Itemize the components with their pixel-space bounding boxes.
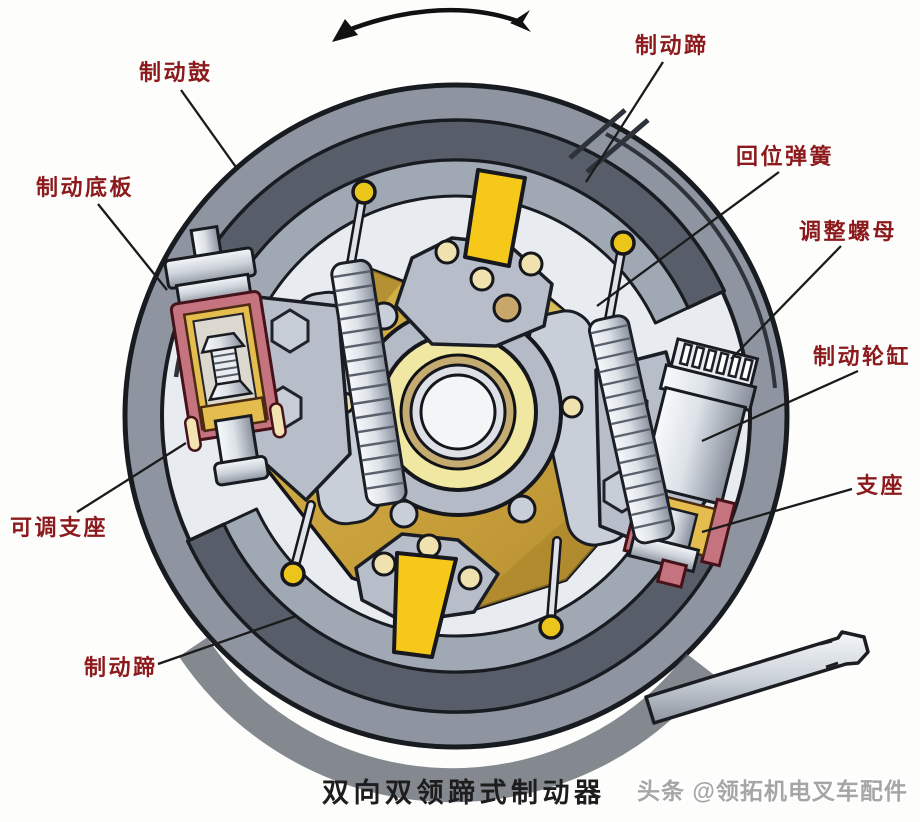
label-wheel-cylinder: 制动轮缸 [813,344,911,369]
expander-top [394,168,554,348]
label-brake-drum: 制动鼓 [139,60,213,85]
part-labels: 制动鼓 制动底板 可调支座 制动蹄 制动蹄 回位弹簧 调整螺母 制动轮缸 支座 [10,33,911,680]
hub-pin [560,395,584,419]
leader-anchor-bracket [701,487,853,534]
label-adjusting-nut: 调整螺母 [799,219,897,244]
expander-wedge-top [463,168,527,268]
adjustable-anchor-assembly [163,224,287,487]
label-backing-plate: 制动底板 [36,175,134,200]
leader-return-spring [596,171,780,307]
label-return-spring: 回位弹簧 [736,144,834,169]
leader-backing-plate [97,203,168,291]
arrow-head [332,19,358,42]
leader-adjusting-nut [730,245,842,360]
label-brake-shoe-lower: 制动蹄 [84,655,158,680]
return-spring-left [280,179,410,587]
leader-lines [76,61,859,666]
wheel-hub [332,289,584,529]
leader-adjustable-anchor [76,442,187,513]
arrow-tail [510,10,531,32]
drum-groove-top-right [605,132,777,389]
leader-brake-drum [180,89,239,171]
expander-wedge-bottom [392,551,458,659]
rotation-arrow [332,7,531,42]
diagram-caption: 双向双领蹄式制动器 [322,777,606,808]
return-spring-right [538,230,677,640]
hub-bolt-hole [507,494,537,524]
leader-brake-shoe-upper [585,61,664,183]
spring-pin-ball [351,179,377,205]
label-anchor-bracket: 支座 [856,473,905,498]
label-brake-shoe-upper: 制动蹄 [635,33,709,58]
hub-bolt-hole [389,499,419,529]
leader-wheel-cylinder [701,369,859,443]
hex-bolt [270,308,310,354]
spring-pin-ball [280,561,306,587]
leader-brake-shoe-lower [157,614,297,666]
spring-pin-ball [610,230,636,256]
label-adjustable-anchor: 可调支座 [10,515,108,540]
push-rod [644,630,870,725]
spring-pin-ball [538,614,564,640]
watermark: 头条 @领拓机电叉车配件 [637,778,908,804]
expander-bottom [354,532,500,659]
